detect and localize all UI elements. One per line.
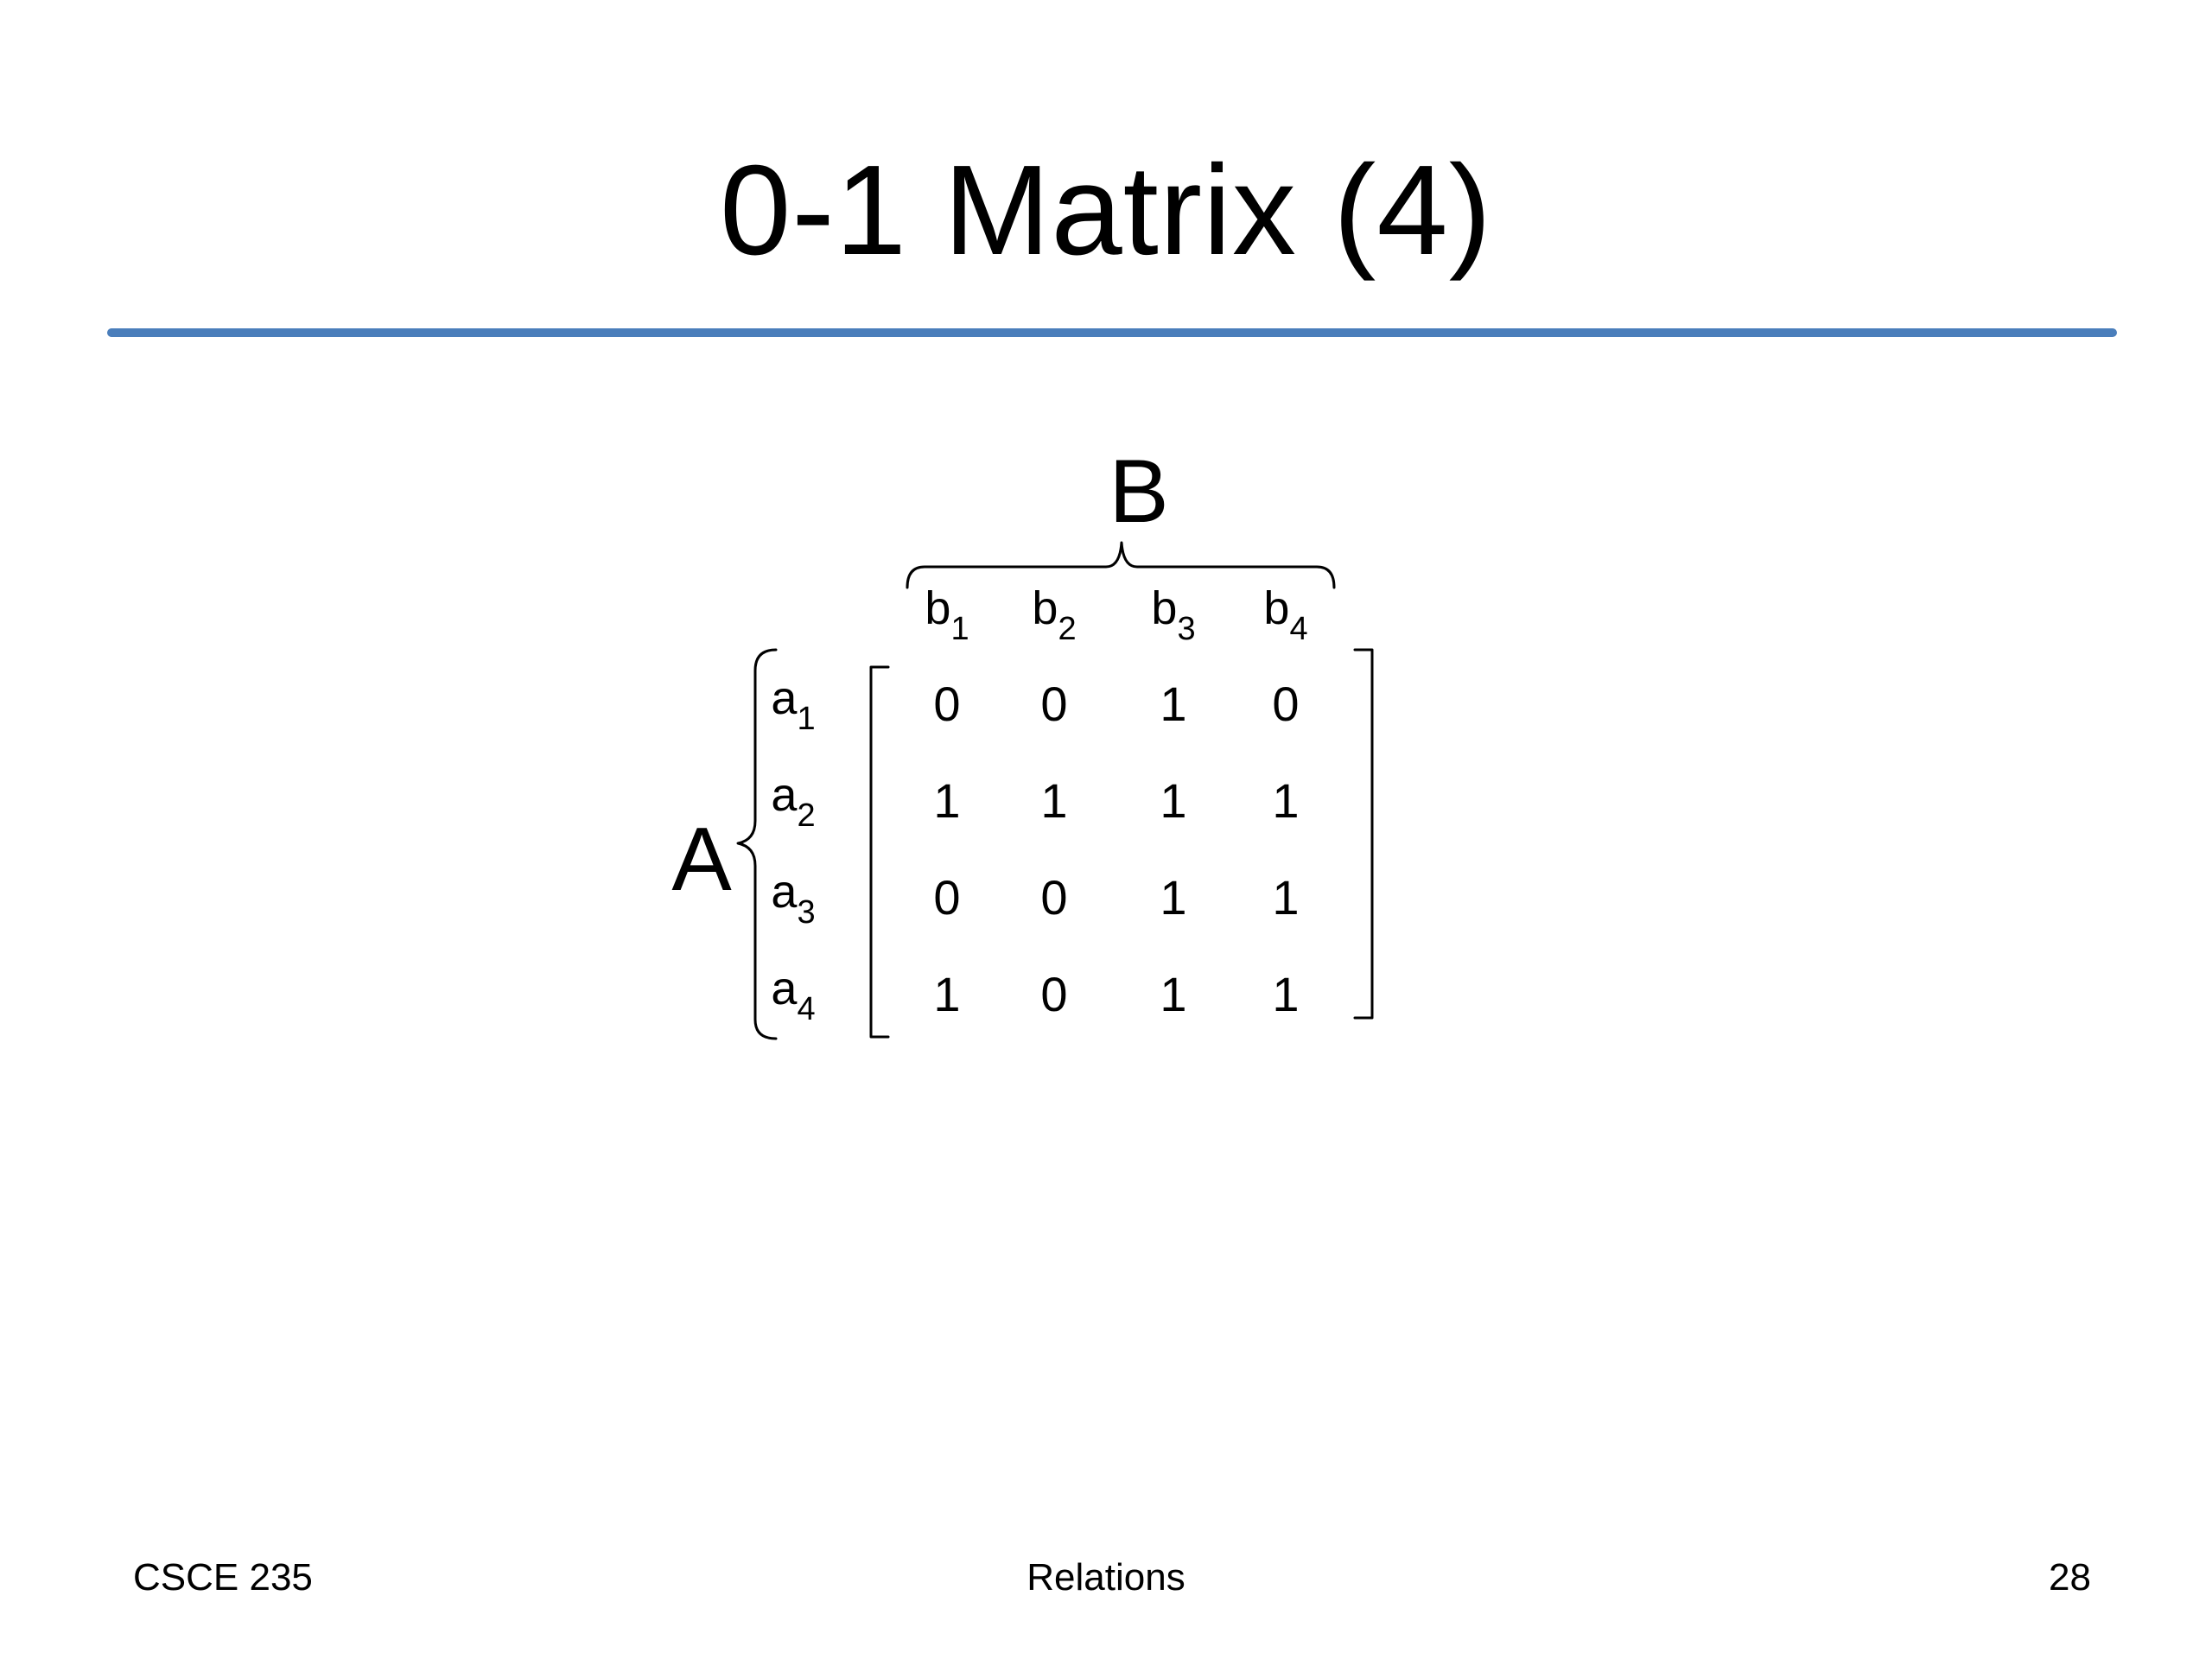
matrix-cell-r2-c3: 1 <box>1160 773 1186 828</box>
matrix-cell-r2-c4: 1 <box>1272 773 1299 828</box>
column-label-b3: b3 <box>1151 582 1195 647</box>
matrix-left-bracket <box>869 665 890 1039</box>
row-label-a3: a3 <box>771 866 815 931</box>
matrix-cell-r3-c3: 1 <box>1160 870 1186 925</box>
matrix-right-bracket <box>1353 648 1374 1020</box>
matrix-cell-r1-c4: 0 <box>1272 677 1299 731</box>
column-label-b4: b4 <box>1263 582 1307 647</box>
matrix-cell-r1-c3: 1 <box>1160 677 1186 731</box>
matrix-cell-r3-c2: 0 <box>1040 870 1067 925</box>
column-set-brace <box>906 541 1336 589</box>
matrix-cell-r2-c1: 1 <box>933 773 960 828</box>
matrix-cell-r1-c1: 0 <box>933 677 960 731</box>
row-label-a1: a1 <box>771 672 815 737</box>
row-set-label: A <box>671 810 732 910</box>
column-label-b1: b1 <box>925 582 969 647</box>
matrix-cell-r4-c4: 1 <box>1272 967 1299 1021</box>
footer-course: CSCE 235 <box>133 1556 313 1599</box>
column-labels: b1 b2 b3 b4 <box>925 582 1307 647</box>
matrix-cell-r3-c4: 1 <box>1272 870 1299 925</box>
row-label-a4: a4 <box>771 963 815 1027</box>
slide-title: 0-1 Matrix (4) <box>720 139 1492 282</box>
row-labels: a1 a2 a3 a4 <box>771 672 815 1027</box>
matrix-cell-r3-c1: 0 <box>933 870 960 925</box>
matrix-cell-r2-c2: 1 <box>1040 773 1067 828</box>
matrix-cell-r4-c1: 1 <box>933 967 960 1021</box>
matrix-cell-r4-c2: 0 <box>1040 967 1067 1021</box>
row-set-brace <box>736 648 778 1040</box>
row-label-a2: a2 <box>771 769 815 834</box>
column-label-b2: b2 <box>1032 582 1076 647</box>
column-set-label: B <box>1109 442 1168 542</box>
matrix-cells: 0 0 1 0 1 1 1 1 0 0 1 1 1 0 1 1 <box>933 677 1299 1021</box>
matrix-cell-r1-c2: 0 <box>1040 677 1067 731</box>
matrix-cell-r4-c3: 1 <box>1160 967 1186 1021</box>
title-divider <box>107 328 2117 337</box>
footer-topic: Relations <box>1027 1556 1185 1599</box>
footer-page-number: 28 <box>2049 1556 2091 1599</box>
